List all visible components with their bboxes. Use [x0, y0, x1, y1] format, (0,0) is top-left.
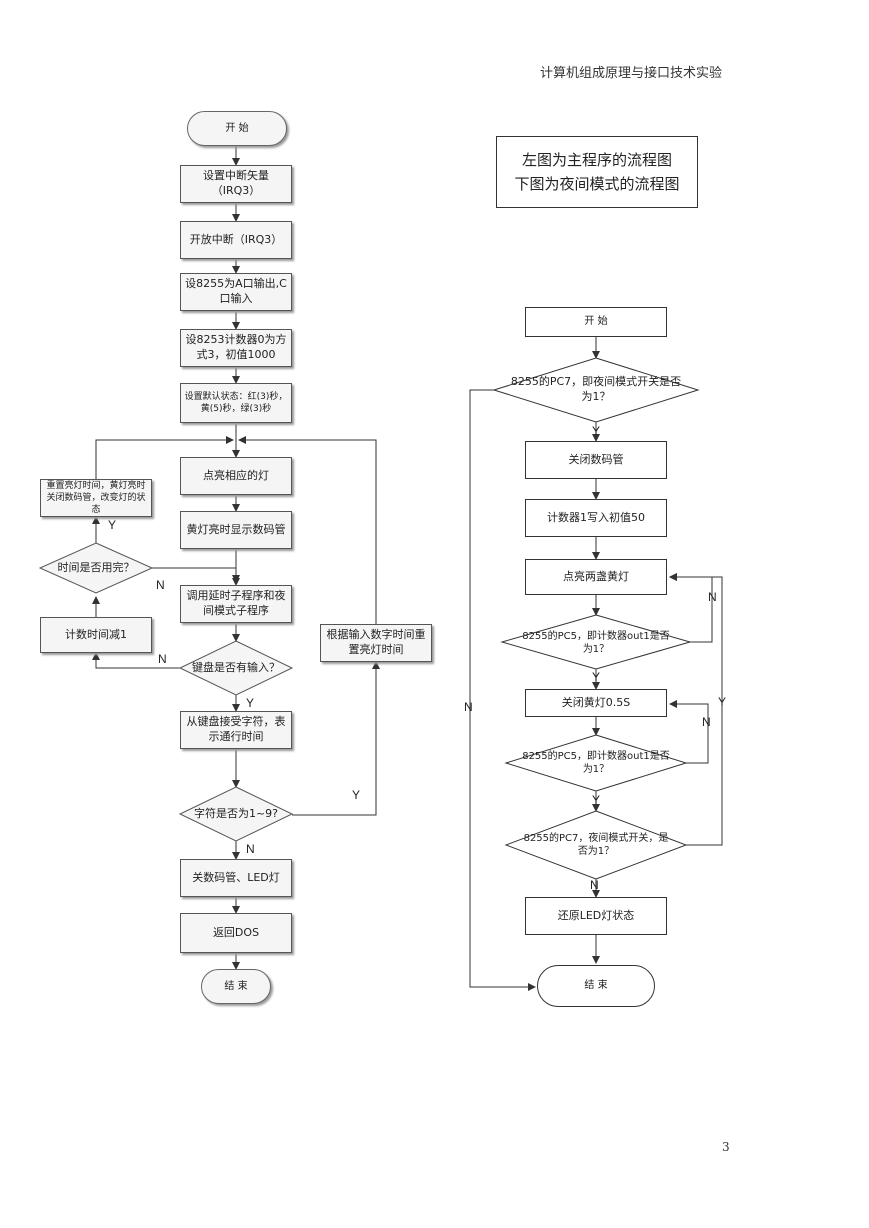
set-8253-box: 设8253计数器0为方式3，初值1000: [180, 329, 292, 367]
close-led-box: 关数码管、LED灯: [180, 859, 292, 897]
note-box: 左图为主程序的流程图 下图为夜间模式的流程图: [496, 136, 698, 208]
pc7-decision: 8255的PC7，即夜间模式开关是否为1？: [510, 375, 682, 403]
close-digits-box: 关闭数码管: [525, 441, 667, 479]
note-line-2: 下图为夜间模式的流程图: [514, 175, 680, 193]
set-vector-box: 设置中断矢量（IRQ3）: [180, 165, 292, 203]
close-yellow-box: 关闭黄灯0.5S: [525, 689, 667, 717]
label-yes-pc5-2: Y: [592, 793, 601, 807]
label-yes-pc5-1: Y: [592, 670, 601, 684]
pc5-decision-1: 8255的PC5，即计数器out1是否为1？: [522, 630, 670, 656]
time-decision: 时间是否用完？: [57, 560, 135, 574]
reset-by-input-box: 根据输入数字时间重置亮灯时间: [320, 624, 432, 662]
count-dec-box: 计数时间减1: [40, 617, 152, 653]
label-no-time: N: [156, 578, 165, 592]
restore-led-box: 还原LED灯状态: [525, 897, 667, 935]
page-number: 3: [722, 1140, 730, 1154]
call-delay-box: 调用延时子程序和夜间模式子程序: [180, 585, 292, 623]
label-yes-char: Y: [352, 788, 361, 802]
pc5-decision-2: 8255的PC5，即计数器out1是否为1？: [522, 750, 670, 776]
return-dos-box: 返回DOS: [180, 913, 292, 953]
keyboard-decision: 键盘是否有输入？: [192, 660, 280, 674]
receive-char-box: 从键盘接受字符，表示通行时间: [180, 711, 292, 749]
open-irq-box: 开放中断（IRQ3）: [180, 221, 292, 259]
reset-light-box: 重置亮灯时间，黄灯亮时关闭数码管，改变灯的状态: [40, 479, 152, 517]
label-yes-pc7-2: Y: [718, 695, 727, 709]
night-start-box: 开 始: [525, 307, 667, 337]
label-yes-time: Y: [108, 518, 117, 532]
label-no-pc7-2: N: [590, 878, 599, 892]
night-end-terminal: 结 束: [537, 965, 655, 1007]
label-yes-keyboard: Y: [246, 696, 255, 710]
label-no-keyboard: N: [158, 652, 167, 666]
set-8255-box: 设8255为A口输出,C口输入: [180, 273, 292, 311]
label-no-pc5-2: N: [702, 715, 711, 729]
main-end-terminal: 结 束: [201, 969, 271, 1004]
main-start-terminal: 开 始: [187, 111, 287, 146]
pc7-decision-2: 8255的PC7，夜间模式开关，是否为1？: [523, 832, 669, 858]
counter-init-box: 计数器1写入初值50: [525, 499, 667, 537]
yellow-display-box: 黄灯亮时显示数码管: [180, 511, 292, 549]
label-no-char: N: [246, 842, 255, 856]
header-title: 计算机组成原理与接口技术实验: [540, 66, 723, 81]
label-no-pc5-1: N: [708, 590, 717, 604]
char-decision: 字符是否为1~9?: [193, 806, 279, 820]
default-state-box: 设置默认状态：红(3)秒，黄(5)秒，绿(3)秒: [180, 383, 292, 423]
label-yes-pc7: Y: [592, 424, 601, 438]
light-two-yellow-box: 点亮两盏黄灯: [525, 559, 667, 595]
label-no-pc7: N: [464, 700, 473, 714]
note-line-1: 左图为主程序的流程图: [521, 151, 672, 169]
light-on-box: 点亮相应的灯: [180, 457, 292, 495]
